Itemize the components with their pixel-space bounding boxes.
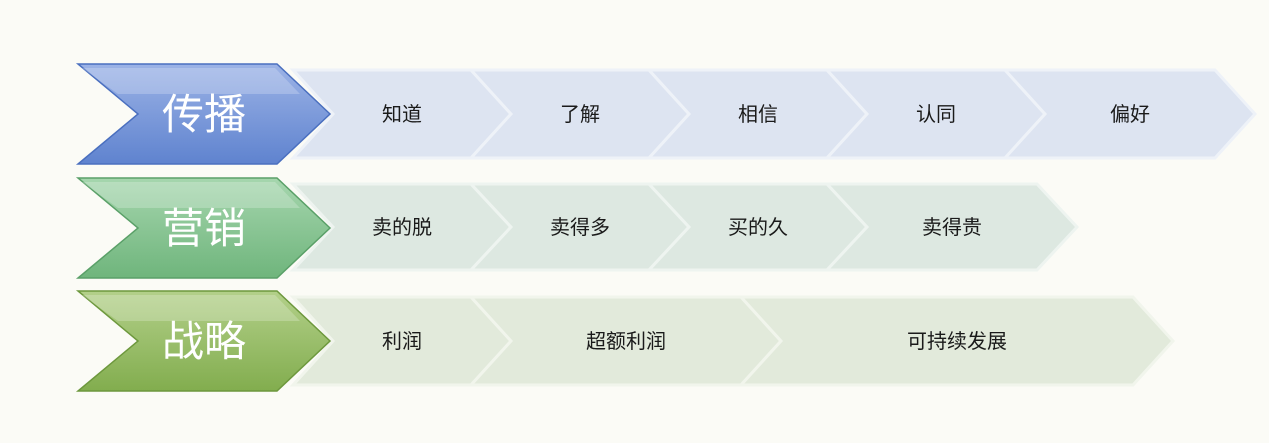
category-label: 战略 xyxy=(162,317,246,366)
stage-1-5: 偏好 xyxy=(1001,68,1258,160)
stage-label: 超额利润 xyxy=(586,329,666,353)
category-label: 营销 xyxy=(162,204,246,253)
stage-label: 偏好 xyxy=(1110,102,1150,126)
stage-label: 卖得贵 xyxy=(922,215,982,239)
stage-label: 可持续发展 xyxy=(907,329,1007,353)
stage-label: 知道 xyxy=(382,102,422,126)
row-2: 卖的脱 卖得多 买的久 卖得贵 营销 xyxy=(75,177,1080,279)
chevron-highlight xyxy=(82,68,300,94)
category-chevron: 营销 xyxy=(75,177,332,279)
stage-label: 利润 xyxy=(382,329,422,353)
stage-chevron-shape xyxy=(823,182,1080,272)
stage-chevron-shape xyxy=(1001,68,1258,160)
stage-2-4: 卖得贵 xyxy=(823,182,1080,272)
category-label: 传播 xyxy=(162,90,246,139)
stage-label: 了解 xyxy=(560,102,600,126)
category-chevron-shape xyxy=(75,63,332,165)
stage-1-2: 了解 xyxy=(467,68,692,160)
chevron-highlight xyxy=(82,182,300,208)
stage-3-2: 超额利润 xyxy=(467,295,784,387)
stage-label: 卖的脱 xyxy=(372,215,432,239)
row-3: 利润 超额利润 可持续发展 战略 xyxy=(75,290,1176,392)
category-chevron: 传播 xyxy=(75,63,332,165)
stage-3-3: 可持续发展 xyxy=(737,295,1176,387)
stage-label: 买的久 xyxy=(728,215,788,239)
stage-label: 相信 xyxy=(738,102,778,126)
row-1: 知道 了解 相信 认同 偏好 传播 xyxy=(75,63,1258,165)
category-chevron-shape xyxy=(75,290,332,392)
stage-chevron-shape xyxy=(737,295,1176,387)
chevron-highlight xyxy=(82,295,300,321)
category-chevron: 战略 xyxy=(75,290,332,392)
stage-label: 认同 xyxy=(916,102,956,126)
stage-label: 卖得多 xyxy=(550,215,610,239)
category-chevron-shape xyxy=(75,177,332,279)
